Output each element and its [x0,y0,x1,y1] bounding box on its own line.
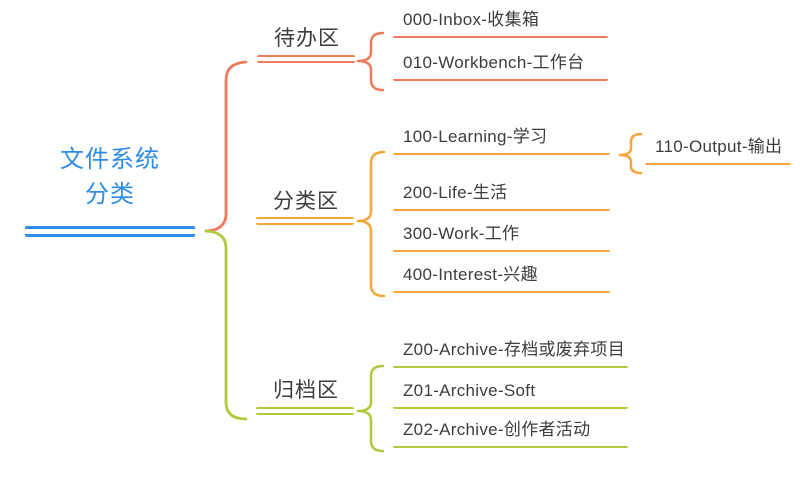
subtopic-label: Z00-Archive-存档或废弃项目 [403,340,626,359]
subtopic-100-learning[interactable]: 100-Learning-学习 [393,127,610,155]
todo-children-brace [356,31,385,92]
classify-children-brace [356,150,386,298]
archive-children-brace [356,364,385,453]
subtopic-label: 000-Inbox-收集箱 [403,10,540,29]
branch-topic-archive-zone[interactable]: 归档区 [273,379,339,402]
subtopic-label: 200-Life-生活 [403,183,508,202]
root-brace-top-curve [204,60,248,233]
subtopic-label: 010-Workbench-工作台 [403,53,585,72]
subtopic-400-interest[interactable]: 400-Interest-兴趣 [393,265,610,293]
subtopic-label: Z02-Archive-创作者活动 [403,420,591,439]
subtopic-000-inbox[interactable]: 000-Inbox-收集箱 [393,10,608,38]
subtopic-200-life[interactable]: 200-Life-生活 [393,183,610,211]
subtopic-z02-archive-creator[interactable]: Z02-Archive-创作者活动 [393,420,628,448]
classify-zone-underline [256,217,354,225]
subtopic-label: 110-Output-输出 [655,137,783,156]
subtopic-z00-archive[interactable]: Z00-Archive-存档或废弃项目 [393,340,628,368]
root-topic-underline [25,226,195,237]
archive-zone-underline [256,407,354,415]
learning-children-brace [618,132,643,175]
subtopic-010-workbench[interactable]: 010-Workbench-工作台 [393,53,608,81]
subtopic-label: Z01-Archive-Soft [403,381,536,400]
branch-topic-todo-zone[interactable]: 待办区 [274,27,340,50]
subtopic-300-work[interactable]: 300-Work-工作 [393,224,610,252]
subtopic-110-output[interactable]: 110-Output-输出 [645,137,791,165]
subtopic-z01-archive-soft[interactable]: Z01-Archive-Soft [393,381,628,409]
root-topic[interactable]: 文件系统 分类 [60,146,160,208]
root-brace-bottom-curve [204,229,248,421]
subtopic-label: 400-Interest-兴趣 [403,265,538,284]
subtopic-label: 100-Learning-学习 [403,127,548,146]
branch-topic-classify-zone[interactable]: 分类区 [273,190,339,213]
todo-zone-underline [257,55,355,63]
subtopic-label: 300-Work-工作 [403,224,520,243]
